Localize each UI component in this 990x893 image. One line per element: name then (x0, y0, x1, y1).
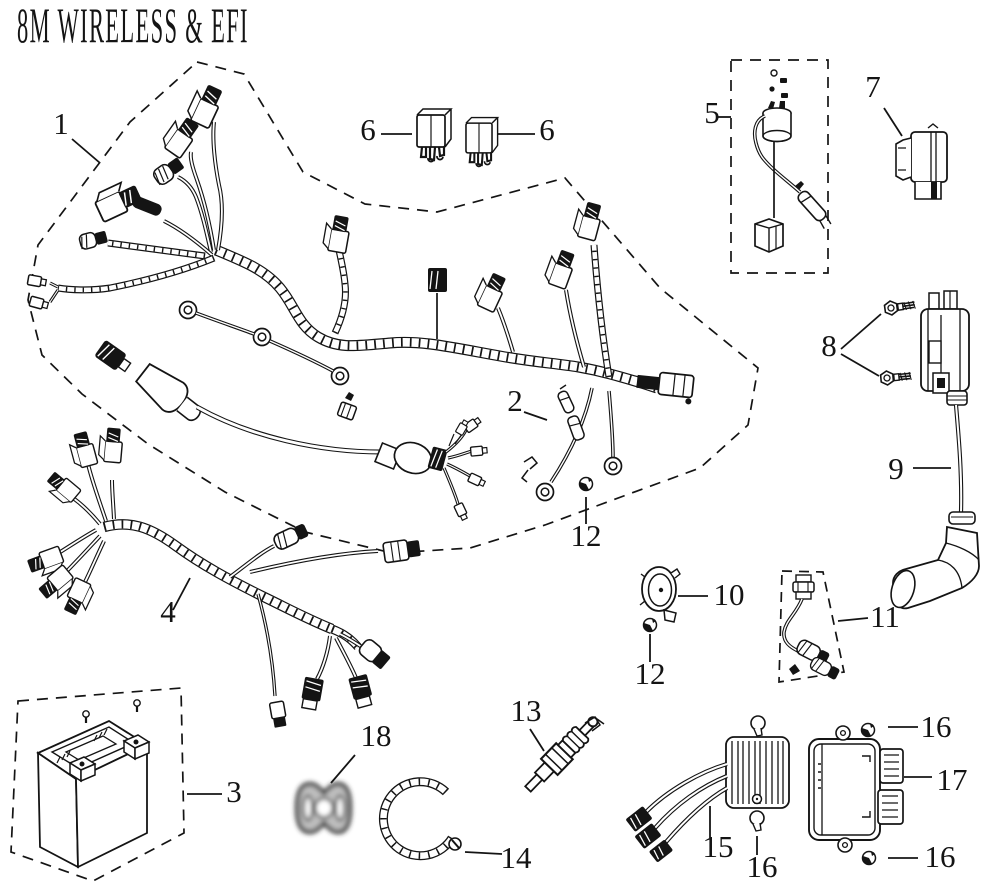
svg-text:17: 17 (937, 762, 968, 797)
svg-text:8M WIRELESS & EFI: 8M WIRELESS & EFI (17, 0, 249, 54)
svg-text:8: 8 (821, 328, 837, 363)
svg-text:1: 1 (53, 106, 69, 141)
svg-text:16: 16 (921, 709, 952, 744)
svg-text:18: 18 (361, 718, 392, 753)
svg-text:15: 15 (703, 829, 734, 864)
svg-text:6: 6 (360, 112, 376, 147)
svg-text:4: 4 (160, 594, 176, 629)
svg-text:6: 6 (539, 112, 555, 147)
svg-text:7: 7 (865, 69, 881, 104)
svg-text:9: 9 (888, 451, 904, 486)
svg-text:14: 14 (501, 840, 533, 875)
svg-text:13: 13 (511, 693, 542, 728)
svg-text:2: 2 (507, 383, 523, 418)
svg-text:10: 10 (714, 577, 745, 612)
svg-text:3: 3 (226, 774, 242, 809)
svg-text:16: 16 (747, 849, 778, 884)
svg-text:16: 16 (925, 839, 956, 874)
svg-text:5: 5 (704, 95, 720, 130)
